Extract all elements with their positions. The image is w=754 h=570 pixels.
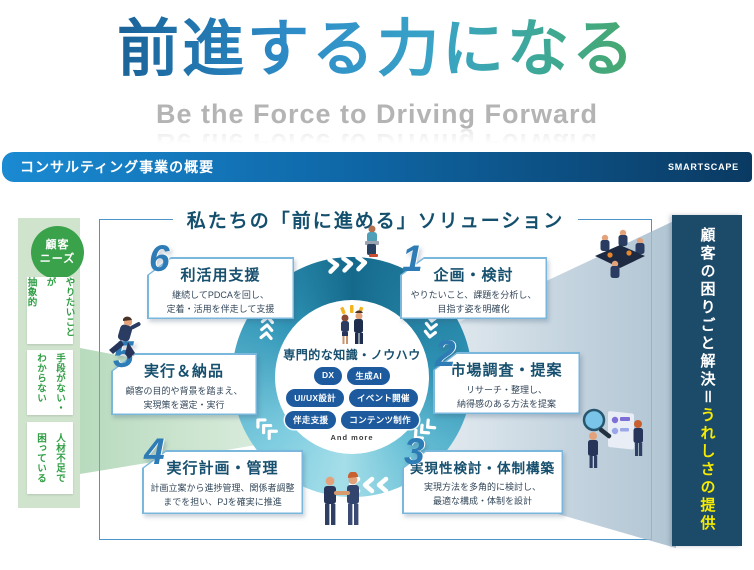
- need-item-3-line1: 人材不足で: [54, 433, 65, 483]
- need-item-3-line2: 困っている: [35, 433, 46, 483]
- meeting-group-illustration: [585, 228, 655, 280]
- step-desc-5: 顧客の目的や背景を踏まえ、 実現策を選定・実行: [125, 386, 243, 411]
- step-box-1: 1 企画・検討 やりたいこと、課題を分析し、 目指す姿を明確化: [400, 240, 547, 319]
- arrow-chevrons-right-lower-icon: [409, 417, 438, 444]
- step-title-6: 利活用支援: [180, 267, 261, 284]
- expertise-circle: 専門的な知識・ノウハウ DX 生成AI UI/UX設計 イベント開催 伴走支援 …: [275, 300, 429, 454]
- need-item-2-line2: わからない: [35, 352, 46, 403]
- need-item-3: 人材不足で 困っている: [27, 422, 73, 494]
- expertise-heading: 専門的な知識・ノウハウ: [283, 348, 421, 362]
- step-title-2: 市場調査・提案: [450, 362, 563, 379]
- handshake-illustration: [316, 471, 368, 532]
- step-number-1: 1: [402, 238, 423, 279]
- step-box-3: 3 実現性検討・体制構築 実現方法を多角的に検討し、 最適な構成・体制を設計: [402, 433, 563, 514]
- person-laptop-illustration: [358, 224, 384, 260]
- step-title-5: 実行＆納品: [143, 363, 224, 380]
- need-item-1-line1: やりたいことが: [44, 277, 75, 337]
- need-item-2: 手段がない・ わからない: [27, 350, 73, 415]
- diagram-title: 私たちの「前に進める」ソリューション: [172, 206, 579, 233]
- expertise-pill-support: 伴走支援: [285, 411, 337, 429]
- running-person-illustration: [101, 315, 143, 373]
- step-number-2: 2: [435, 333, 456, 374]
- expertise-pill-content: コンテンツ制作: [341, 411, 419, 429]
- step-desc-2: リサーチ・整理し、 納得感のある方法を提案: [456, 385, 556, 410]
- outcome-equals: ＝: [698, 389, 716, 408]
- step-desc-1: やりたいこと、課題を分析し、 目指す姿を明確化: [410, 290, 537, 315]
- step-number-4: 4: [144, 431, 165, 472]
- expertise-more-label: And more: [330, 433, 374, 442]
- step-box-2: 2 市場調査・提案 リサーチ・整理し、 納得感のある方法を提案: [433, 335, 580, 414]
- expertise-pill-event: イベント開催: [348, 389, 418, 407]
- outcome-bar: 顧客の困りごと解決＝うれしさの提供: [672, 215, 742, 546]
- expertise-pill-uiux: UI/UX設計: [286, 389, 344, 407]
- hero-subtitle: Be the Force to Driving Forward: [155, 99, 599, 129]
- step-title-4: 実行計画・管理: [166, 460, 279, 477]
- brand-logo-text: SMARTSCAPE: [667, 162, 739, 172]
- expertise-pill-dx: DX: [313, 367, 343, 385]
- analysts-magnifier-illustration: [580, 402, 654, 476]
- outcome-text-white: 顧客の困りごと解決: [698, 227, 716, 390]
- discussion-people-icon: [330, 305, 374, 345]
- arrow-chevrons-left-lower-icon: [251, 413, 279, 441]
- step-box-6: 6 利活用支援 継続してPDCAを回し、 定着・活用を伴走して支援: [147, 240, 294, 319]
- step-box-4: 4 実行計画・管理 計画立案から進捗管理、関係者調整 までを担い、PJを確実に推…: [142, 433, 303, 514]
- need-item-2-line1: 手段がない・: [54, 352, 65, 413]
- need-item-1-line2: 抽象的: [25, 277, 37, 307]
- diagram-title-wrap: 私たちの「前に進める」ソリューション: [99, 206, 652, 233]
- section-header-bar: コンサルティング事業の概要 SMARTSCAPE: [2, 152, 752, 182]
- section-title: コンサルティング事業の概要: [20, 159, 215, 175]
- outcome-text-yellow: うれしさの提供: [698, 407, 716, 534]
- hero-title: 前進する力になる: [0, 15, 754, 84]
- expertise-pill-genai: 生成AI: [347, 367, 391, 385]
- arrow-chevrons-top-icon: [325, 253, 372, 275]
- step-desc-4: 計画立案から進捗管理、関係者調整 までを担い、PJを確実に推進: [150, 483, 295, 508]
- step-title-1: 企画・検討: [433, 267, 514, 284]
- step-desc-3: 実現方法を多角的に検討し、 最適な構成・体制を設計: [423, 482, 541, 507]
- need-item-1: やりたいことが 抽象的: [26, 277, 75, 344]
- step-number-3: 3: [404, 431, 425, 472]
- step-title-3: 実現性検討・体制構築: [410, 461, 555, 476]
- step-desc-6: 継続してPDCAを回し、 定着・活用を伴走して支援: [166, 290, 275, 315]
- step-number-6: 6: [149, 238, 170, 279]
- outcome-text: 顧客の困りごと解決＝うれしさの提供: [698, 227, 716, 534]
- customer-needs-badge: 顧客 ニーズ: [31, 226, 84, 279]
